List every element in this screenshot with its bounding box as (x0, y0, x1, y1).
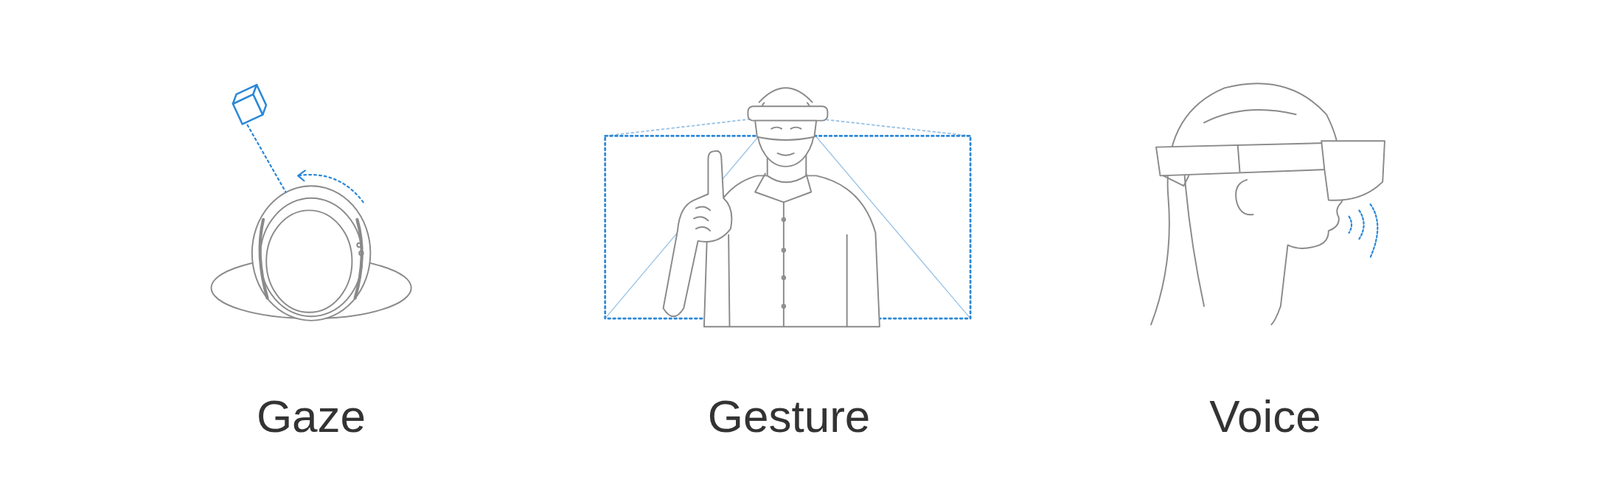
gaze-illustration (210, 84, 411, 321)
caption-label: Gesture (707, 391, 871, 442)
gesture-illustration (605, 87, 971, 327)
caption-label: Gaze (256, 391, 366, 442)
voice-illustration (1150, 83, 1385, 325)
caption-label: Voice (1209, 391, 1322, 442)
